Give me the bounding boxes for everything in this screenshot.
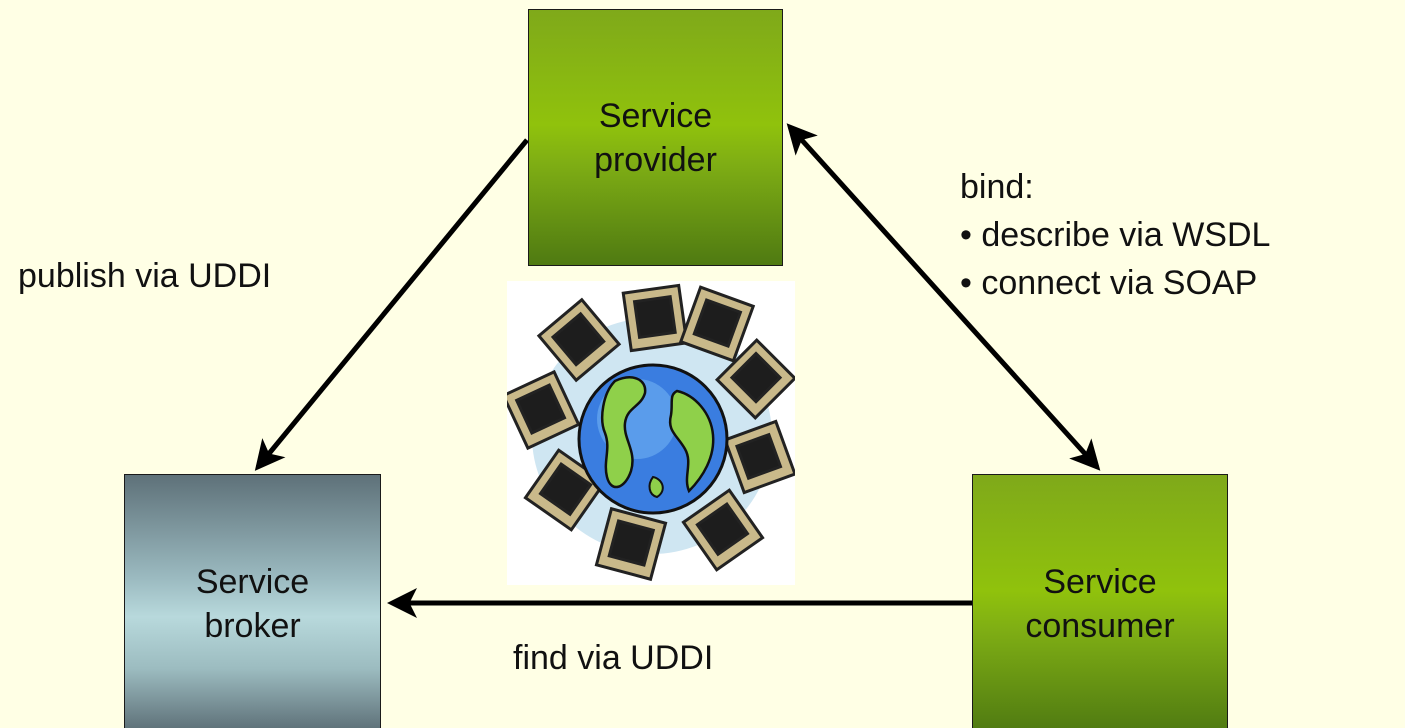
monitor-icon: [678, 285, 756, 363]
service-broker-line1: Service: [195, 563, 310, 601]
service-provider-line2: provider: [594, 140, 717, 179]
service-broker-node: Service broker: [124, 474, 381, 728]
service-broker-line2: broker: [204, 607, 301, 645]
monitor-icon: [501, 369, 581, 451]
service-consumer-node: Service consumer: [972, 474, 1228, 728]
bind-item-describe: • describe via WSDL: [960, 216, 1271, 254]
monitor-icon: [594, 506, 668, 582]
monitor-icon: [621, 283, 689, 353]
publish-arrow: [254, 138, 529, 471]
service-provider-line1: Service: [598, 96, 713, 135]
monitor-icon: [681, 488, 765, 572]
service-provider-node: Service provider: [528, 9, 783, 266]
service-consumer-line1: Service: [1043, 563, 1157, 601]
globe-network-svg: [501, 283, 798, 582]
bind-item-connect: • connect via SOAP: [960, 264, 1258, 302]
bind-label-block: bind: • describe via WSDL • connect via …: [960, 163, 1270, 307]
monitor-icon: [714, 337, 798, 421]
monitor-icon: [723, 419, 797, 495]
service-consumer-line2: consumer: [1025, 607, 1175, 645]
find-label: find via UDDI: [513, 639, 714, 677]
publish-label: publish via UDDI: [18, 257, 272, 295]
bind-title: bind:: [960, 168, 1034, 206]
globe-network-clipart-icon: [501, 281, 798, 585]
monitor-icon: [536, 297, 622, 383]
